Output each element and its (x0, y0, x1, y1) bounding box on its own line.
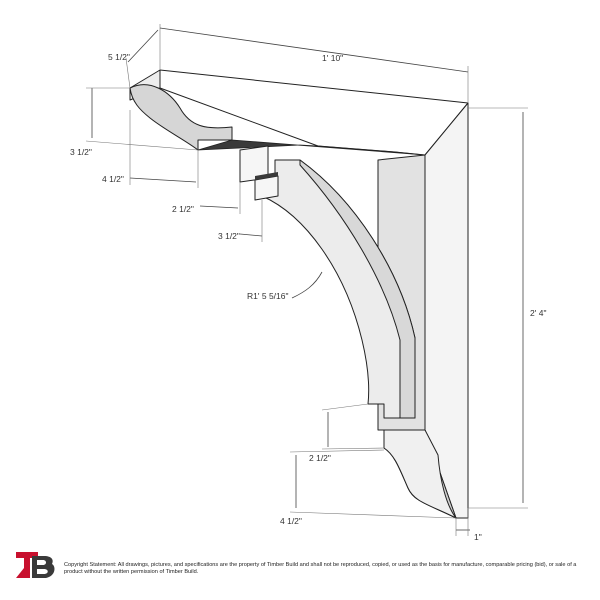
copyright-statement: Copyright Statement: All drawings, pictu… (64, 562, 577, 575)
top-arm-underside-shadow (197, 139, 426, 156)
dim-lower-profile-label: 4 1/2" (280, 516, 302, 526)
dim-thickness-label: 1" (474, 532, 482, 542)
corbel-bracket (129, 69, 469, 519)
dimension-lines (85, 24, 528, 536)
dim-top-reach-label: 4 1/2" (102, 174, 124, 184)
lower-profile-face (383, 429, 457, 519)
dim-step-two-label: 3 1/2" (218, 231, 240, 241)
top-arm-surface (159, 69, 469, 156)
brace-step-lower-shadow (255, 172, 278, 180)
corbel-technical-drawing: 5 1/2" 1' 10" 2' 4" 3 1/2" 4 1/2" 2 1/2"… (70, 24, 546, 542)
dimension-labels: 5 1/2" 1' 10" 2' 4" 3 1/2" 4 1/2" 2 1/2"… (70, 52, 546, 542)
dim-top-drop-label: 3 1/2" (70, 147, 92, 157)
dim-step-one-label: 2 1/2" (172, 204, 194, 214)
dim-length-label: 1' 10" (322, 53, 343, 63)
dim-arc-radius-label: R1' 5 5/16" (247, 291, 289, 301)
dim-depth-label: 5 1/2" (108, 52, 130, 62)
footer: Copyright Statement: All drawings, pictu… (0, 548, 600, 600)
timber-build-logo (16, 552, 55, 578)
brace-step-lower (254, 175, 279, 201)
arched-brace-inner-shade (299, 159, 416, 419)
dim-lower-step-label: 2 1/2" (309, 453, 331, 463)
dim-height-label: 2' 4" (530, 308, 546, 318)
